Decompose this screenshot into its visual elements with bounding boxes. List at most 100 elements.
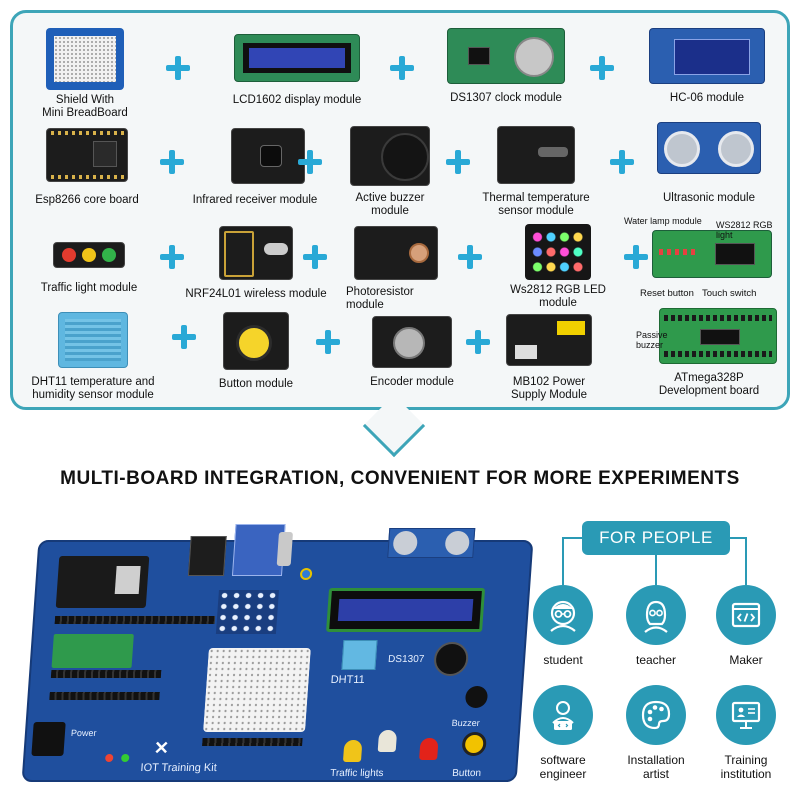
module-atmega328p: Passive buzzer ATmega328P Development bo…: [636, 308, 782, 398]
lcd-on-board: [326, 588, 486, 632]
atmega-on-board: [51, 634, 134, 668]
hc06-module-image: [649, 28, 765, 84]
module-caption: Photoresistor module: [346, 286, 414, 311]
mb102-module-image: [506, 314, 592, 366]
plus-icon: [458, 245, 482, 269]
person-label: student: [543, 653, 583, 667]
esp8266-board-image: [46, 128, 128, 182]
encoder-module-image: [372, 316, 452, 368]
software-engineer-icon: [533, 685, 593, 745]
board-label-traffic: Traffic lights: [329, 768, 384, 779]
module-ds1307: DS1307 clock module: [436, 28, 576, 105]
headline: MULTI-BOARD INTEGRATION, CONVENIENT FOR …: [60, 468, 740, 489]
board-label-buzzer: Buzzer: [451, 718, 481, 728]
ws2812-module-image: [525, 224, 591, 280]
module-caption: DHT11 temperature and humidity sensor mo…: [31, 376, 155, 401]
connector-line: [745, 537, 747, 585]
module-caption: LCD1602 display module: [232, 94, 362, 106]
connector-line: [562, 537, 564, 585]
module-caption: Ws2812 RGB LED module: [510, 284, 606, 309]
connector-line: [563, 537, 582, 539]
atmega-feature-board-image: [652, 230, 772, 278]
buzzer-on-board: [432, 642, 470, 676]
button-module-image: [223, 312, 289, 370]
module-caption: Esp8266 core board: [35, 194, 139, 206]
for-people-title: FOR PEOPLE: [582, 521, 730, 555]
module-caption: NRF24L01 wireless module: [185, 288, 327, 300]
dht11-sensor-image: [58, 312, 128, 368]
person-student: student: [523, 585, 603, 667]
module-caption: Shield With Mini BreadBoard: [42, 94, 128, 119]
infrared-module-image: [231, 128, 305, 184]
dht11-on-board: [341, 640, 378, 670]
module-button: Button module: [196, 312, 316, 391]
palette-icon: [626, 685, 686, 745]
thermal-module-image: [497, 126, 575, 184]
lcd-module-image: [234, 34, 360, 82]
connector-line: [655, 555, 657, 585]
module-esp8266: Esp8266 core board: [22, 128, 152, 207]
plus-icon: [590, 56, 614, 80]
power-jack: [31, 722, 66, 756]
person-software-engineer: software engineer: [523, 685, 603, 781]
student-icon: [533, 585, 593, 645]
module-caption: ATmega328P Development board: [658, 372, 760, 397]
ultrasonic-module-image: [657, 122, 761, 174]
plus-icon: [160, 245, 184, 269]
teacher-icon: [626, 585, 686, 645]
module-caption: Button module: [218, 378, 294, 390]
person-installation-artist: Installation artist: [616, 685, 696, 781]
person-label: Installation artist: [627, 753, 685, 781]
led-matrix: [215, 590, 279, 634]
plus-icon: [166, 56, 190, 80]
module-thermal: Thermal temperature sensor module: [468, 126, 604, 218]
led-yellow: [342, 740, 363, 762]
module-dht11: DHT11 temperature and humidity sensor mo…: [18, 312, 168, 402]
kit-logo-icon: ✕: [153, 738, 170, 758]
module-caption: MB102 Power Supply Module: [510, 376, 588, 401]
person-label: Training institution: [720, 753, 772, 781]
callout-touch: Touch switch: [702, 288, 757, 299]
buzzer-module-image: [350, 126, 430, 186]
plus-icon: [316, 330, 340, 354]
board-label-ds1307: DS1307: [387, 654, 425, 665]
module-caption: Encoder module: [370, 376, 454, 388]
atmega328p-board-image: [659, 308, 777, 364]
module-encoder: Encoder module: [352, 316, 472, 389]
module-buzzer: Active buzzer module: [330, 126, 450, 218]
module-caption: Infrared receiver module: [192, 194, 318, 206]
code-window-icon: [716, 585, 776, 645]
person-label: software engineer: [539, 753, 587, 781]
traffic-light-image: [53, 242, 125, 268]
person-training-institution: Training institution: [706, 685, 786, 781]
module-caption: Ultrasonic module: [662, 192, 756, 204]
module-infrared: Infrared receiver module: [180, 128, 330, 207]
plus-icon: [298, 150, 322, 174]
led-white: [377, 730, 398, 752]
module-caption: DS1307 clock module: [450, 92, 562, 104]
callout-passive-buzzer: Passive buzzer: [636, 330, 668, 350]
module-caption: Thermal temperature sensor module: [482, 192, 590, 217]
plus-icon: [446, 150, 470, 174]
board-label-button: Button: [451, 768, 482, 779]
plus-icon: [390, 56, 414, 80]
ds1307-module-image: [447, 28, 565, 84]
person-label: Maker: [729, 653, 763, 667]
module-atmega-features: Water lamp module WS2812 RGB light Reset…: [624, 214, 786, 306]
module-caption: Active buzzer module: [355, 192, 425, 217]
callout-ws2812-light: WS2812 RGB light: [716, 220, 773, 240]
iot-training-board: DHT11 DS1307 Buzzer Traffic lights Butto…: [21, 524, 534, 782]
led-red: [419, 738, 439, 760]
plus-icon: [466, 330, 490, 354]
module-ws2812: Ws2812 RGB LED module: [486, 224, 630, 310]
callout-water-lamp: Water lamp module: [624, 216, 702, 226]
plus-icon: [303, 245, 327, 269]
person-label: teacher: [635, 653, 677, 667]
photoresistor-module-image: [354, 226, 438, 280]
module-shield: Shield With Mini BreadBoard: [30, 28, 140, 120]
person-teacher: teacher: [616, 585, 696, 667]
module-hc06: HC-06 module: [634, 28, 780, 105]
shield-board-image: [46, 28, 124, 90]
esp8266-on-board: [55, 556, 150, 608]
module-lcd1602: LCD1602 display module: [222, 34, 372, 107]
